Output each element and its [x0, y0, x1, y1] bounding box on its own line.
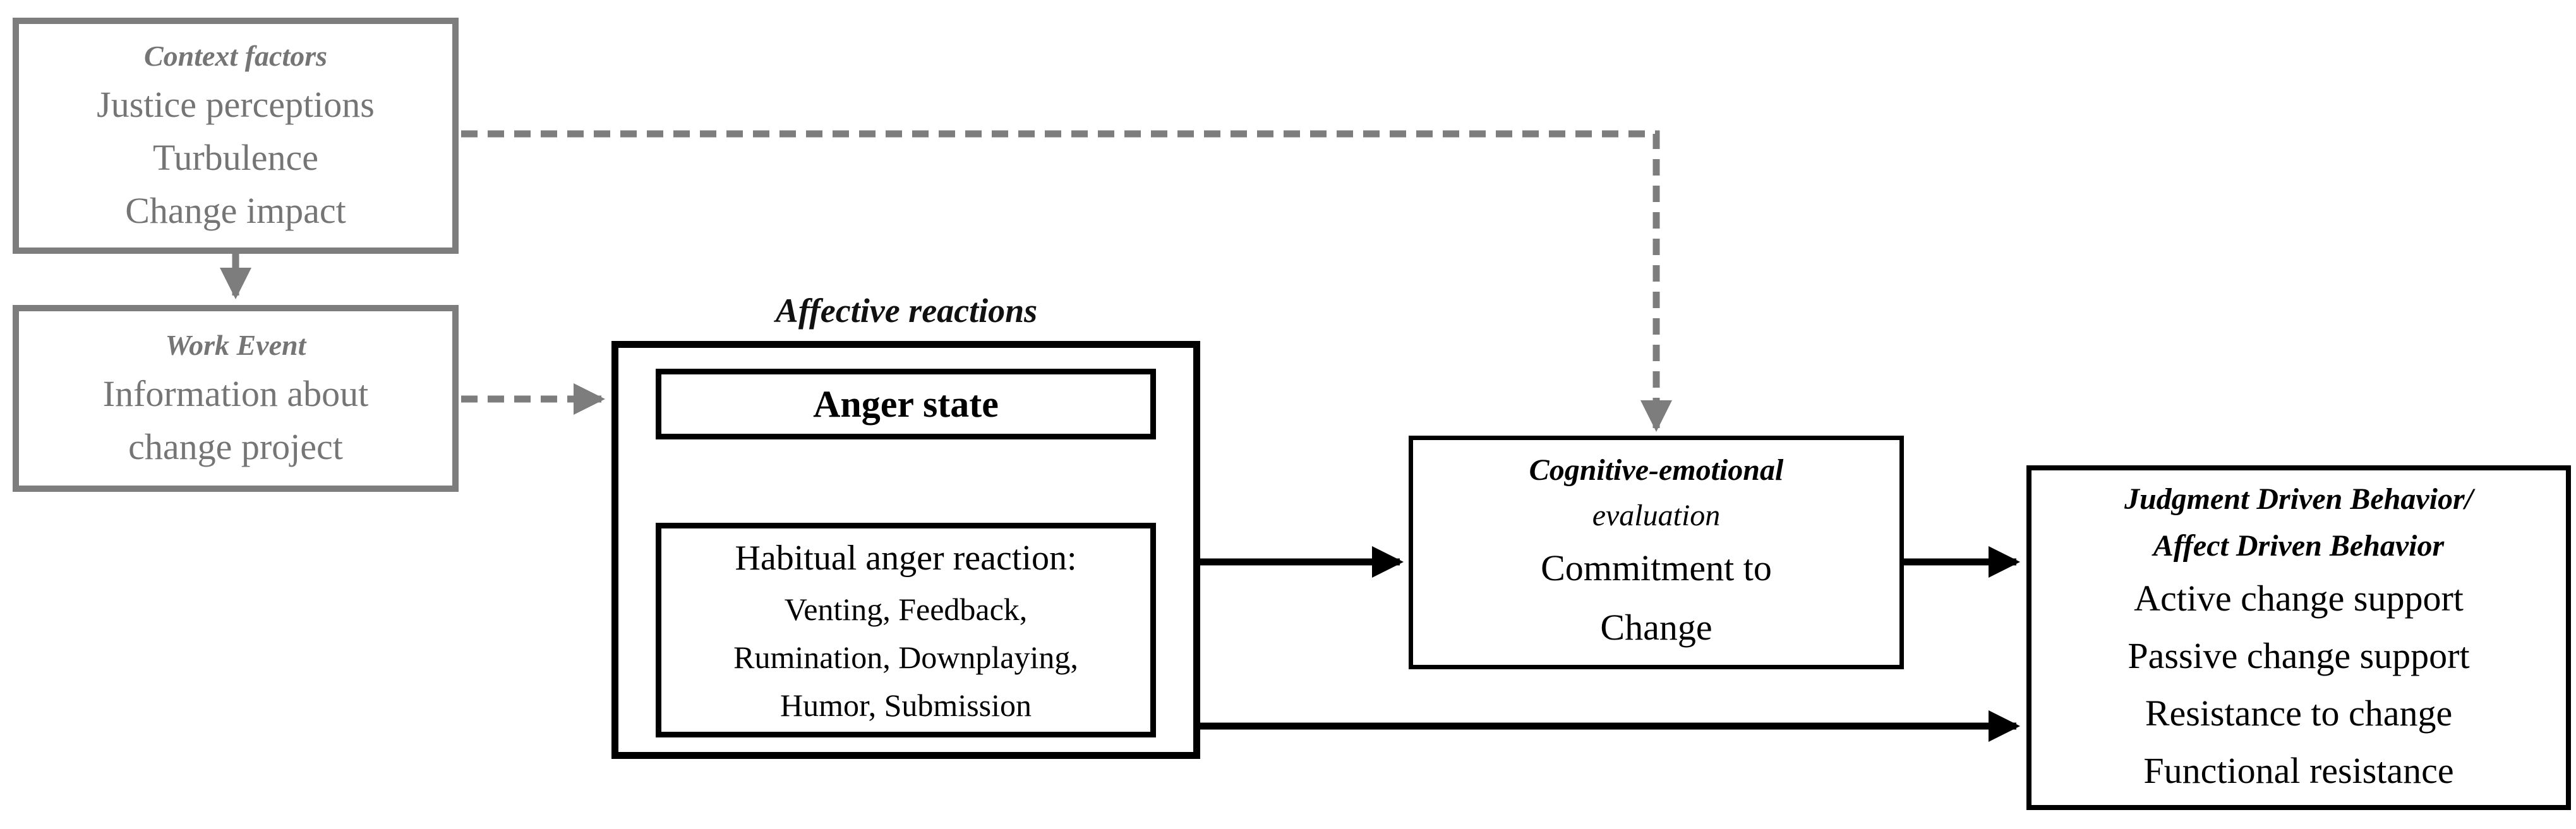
behavior-outcome-item: Passive change support — [2128, 635, 2470, 676]
context-factor-item: Justice perceptions — [97, 84, 375, 125]
anger-state-label: Anger state — [813, 383, 999, 425]
context-factor-item: Turbulence — [152, 137, 319, 178]
habitual-anger-title: Habitual anger reaction: — [735, 539, 1077, 578]
context-factors-box: Context factors Justice perceptions Turb… — [13, 18, 459, 254]
behavior-outcomes-box: Judgment Driven Behavior/ Affect Driven … — [2026, 465, 2571, 810]
affective-reactions-label: Affective reactions — [775, 292, 1038, 330]
cognitive-evaluation-title: evaluation — [1592, 499, 1721, 532]
work-event-line: change project — [128, 426, 343, 467]
work-event-title: Work Event — [165, 329, 306, 361]
cognitive-evaluation-title: Cognitive-emotional — [1529, 453, 1784, 487]
work-event-line: Information about — [102, 373, 369, 414]
habitual-anger-reaction-box: Habitual anger reaction: Venting, Feedba… — [656, 523, 1156, 737]
work-event-box: Work Event Information about change proj… — [13, 305, 459, 492]
habitual-anger-item: Venting, Feedback, — [784, 592, 1028, 627]
context-factors-title: Context factors — [143, 40, 328, 72]
behavior-outcome-item: Functional resistance — [2143, 750, 2454, 791]
behavior-outcome-item: Resistance to change — [2145, 693, 2453, 734]
commitment-line: Commitment to — [1541, 547, 1772, 588]
behavior-outcome-item: Active change support — [2134, 578, 2464, 619]
commitment-line: Change — [1600, 607, 1712, 648]
habitual-anger-item: Rumination, Downplaying, — [733, 640, 1078, 675]
anger-state-box: Anger state — [656, 369, 1156, 439]
habitual-anger-item: Humor, Submission — [779, 688, 1032, 723]
context-factor-item: Change impact — [125, 190, 346, 231]
behavior-box-title: Affect Driven Behavior — [2153, 529, 2445, 563]
behavior-box-title: Judgment Driven Behavior/ — [2124, 482, 2474, 516]
context-to-cognitive-dashed-arrow — [461, 130, 1672, 432]
cognitive-emotional-evaluation-box: Cognitive-emotional evaluation Commitmen… — [1409, 436, 1904, 669]
